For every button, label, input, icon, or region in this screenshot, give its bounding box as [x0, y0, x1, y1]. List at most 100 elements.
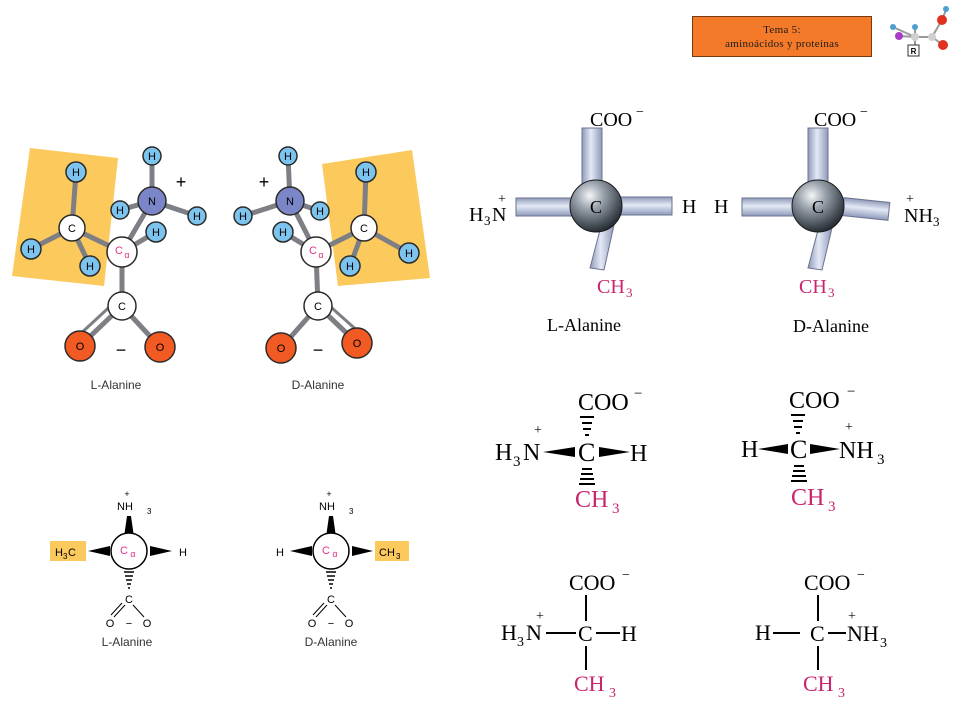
h3n-h: H — [501, 620, 517, 645]
caption-l-alanine: L-Alanine — [91, 378, 142, 392]
carbon-label: C — [578, 438, 595, 467]
alpha-carbon-circle — [312, 532, 350, 570]
subscript-3: 3 — [838, 686, 845, 701]
oxygen-label: O — [345, 618, 354, 630]
nh3-label: NH — [904, 205, 933, 227]
hashed-bond — [326, 571, 336, 589]
model3d-l-alanine: C COO − + H 3 N H CH 3 L-Alanine — [469, 105, 696, 335]
charge-plus: + — [259, 172, 270, 192]
nh3-label: NH — [839, 438, 874, 464]
charge-plus: + — [845, 420, 853, 435]
caption-d-alanine: D-Alanine — [292, 378, 345, 392]
wedge-bond — [352, 546, 373, 556]
charge-minus: − — [126, 618, 132, 630]
methyl-label: CH — [799, 276, 827, 298]
subscript-3: 3 — [484, 213, 491, 228]
carboxylate-label: COO — [578, 390, 629, 416]
atom-label-h: H — [27, 244, 35, 256]
charge-plus: + — [848, 609, 856, 624]
methyl-label: CH — [575, 487, 608, 513]
charge-plus: + — [326, 489, 331, 499]
charge-minus: − — [634, 386, 642, 402]
h-label: H — [714, 196, 728, 218]
charge-minus: − — [328, 618, 334, 630]
methyl-label: CH — [803, 671, 834, 696]
atom-label-h: H — [284, 151, 292, 163]
atom-label-h: H — [362, 167, 370, 179]
newman-d-alanine: + NH 3 H C α CH 3 C O O − D-Alanine — [276, 489, 409, 649]
h3n-n: N — [492, 204, 506, 226]
charge-plus: + — [176, 172, 187, 192]
h3c-c: C — [68, 547, 76, 559]
alpha-symbol: α — [318, 250, 323, 260]
atom-label-n: N — [148, 196, 156, 208]
caption-l-alanine: L-Alanine — [102, 635, 153, 649]
atom-label-c: C — [314, 301, 322, 313]
methyl-highlight — [50, 541, 86, 561]
alpha-carbon-label: C — [115, 245, 123, 257]
subscript-3: 3 — [63, 552, 68, 561]
charge-minus: − — [622, 568, 630, 583]
nh3-label: NH — [117, 501, 133, 513]
caption-d-alanine: D-Alanine — [793, 316, 869, 336]
wedge-bond — [290, 546, 312, 556]
amino-acid-logo-icon: R — [890, 6, 949, 57]
atom-label-h: H — [86, 261, 94, 273]
wedge-bond — [599, 447, 630, 457]
hashed-bond — [580, 416, 594, 436]
alpha-carbon-circle — [110, 532, 148, 570]
caption-l-alanine: L-Alanine — [547, 315, 621, 335]
atom-label-o: O — [353, 338, 362, 350]
hashed-bond — [791, 465, 807, 482]
methyl-label: CH — [574, 671, 605, 696]
charge-minus: − — [857, 568, 865, 583]
hashed-bond — [791, 414, 805, 434]
h3n-h: H — [469, 204, 483, 226]
atom-label-c: C — [118, 301, 126, 313]
methyl-label: CH — [791, 485, 824, 511]
wedge-bond — [758, 444, 788, 454]
atom-label-c: C — [360, 223, 368, 235]
alpha-carbon-label: C — [322, 545, 330, 557]
atom-label-o: O — [76, 341, 85, 353]
h-label: H — [682, 196, 696, 218]
carboxylate-label: COO — [814, 109, 856, 131]
charge-plus: + — [536, 609, 544, 624]
ball-stick-d-alanine: H H H H H H H N C C O O C α + − D-Alanin… — [233, 146, 430, 392]
charge-plus: + — [906, 192, 914, 207]
newman-l-alanine: + NH 3 H 3 C C α H C O O − L-Alanine — [50, 489, 187, 649]
subscript-3: 3 — [626, 285, 633, 300]
atom-label-h: H — [116, 205, 124, 217]
methyl-highlight — [375, 541, 409, 561]
subscript-3: 3 — [877, 452, 885, 468]
h-label: H — [630, 441, 647, 467]
carbon-label: C — [590, 197, 602, 217]
wedge-formula-d-alanine: COO − H C + NH 3 CH 3 — [741, 384, 885, 515]
carboxyl-c: C — [125, 594, 133, 606]
subscript-3: 3 — [396, 552, 401, 561]
subscript-3: 3 — [612, 501, 620, 517]
topic-title-line1: Tema 5: — [763, 24, 801, 36]
model3d-d-alanine: C COO − H + NH 3 CH 3 D-Alanine — [714, 105, 940, 336]
h-label: H — [755, 620, 771, 645]
atom-label-h: H — [279, 227, 287, 239]
alpha-carbon-label: C — [309, 245, 317, 257]
carboxylate-label: COO — [804, 570, 850, 595]
wedge-bond — [124, 516, 134, 537]
caption-d-alanine: D-Alanine — [305, 635, 358, 649]
ch3-label: CH — [379, 547, 395, 559]
charge-minus: − — [860, 105, 868, 120]
fischer-l-alanine: COO − + H 3 N C H CH 3 — [501, 568, 637, 701]
h3c-h: H — [55, 547, 63, 559]
alpha-carbon-label: C — [120, 545, 128, 557]
wedge-bond — [88, 546, 110, 556]
subscript-3: 3 — [933, 214, 940, 229]
alpha-symbol: α — [332, 549, 337, 559]
carbon-label: C — [578, 621, 593, 646]
h-label: H — [741, 437, 758, 463]
methyl-label: CH — [597, 276, 625, 298]
oxygen-label: O — [143, 618, 152, 630]
atom-label-o: O — [277, 343, 286, 355]
subscript-3: 3 — [513, 454, 521, 470]
